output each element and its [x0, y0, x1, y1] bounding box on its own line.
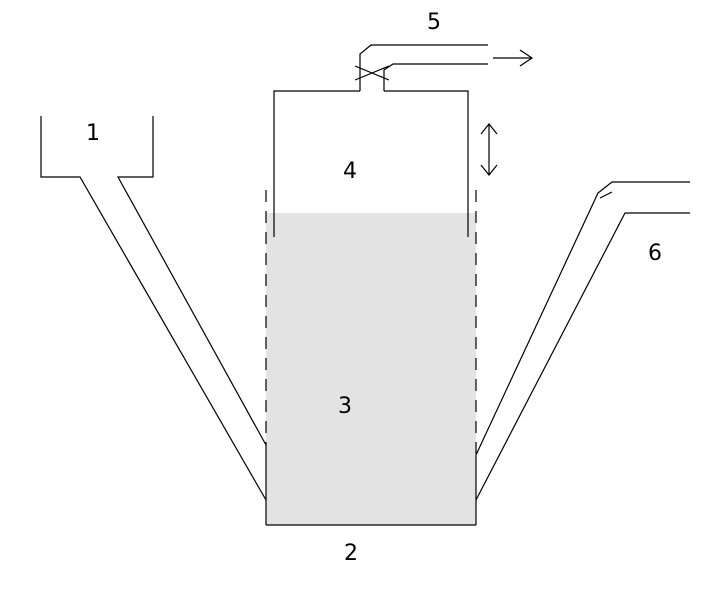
label-side-tube: 6 — [648, 241, 662, 266]
bell — [273, 80, 469, 237]
outlet-tube — [354, 44, 534, 81]
label-outlet: 5 — [427, 10, 441, 35]
side-tube — [475, 181, 690, 501]
label-bottom: 2 — [344, 541, 358, 566]
arrow-right-icon — [493, 49, 534, 67]
vessel — [265, 190, 477, 526]
liquid-region — [266, 213, 476, 525]
label-bell: 4 — [343, 159, 357, 184]
label-liquid: 3 — [338, 394, 352, 419]
label-funnel: 1 — [86, 121, 100, 146]
funnel — [40, 116, 267, 501]
double-arrow-icon — [480, 123, 498, 176]
valve-icon — [354, 65, 390, 81]
